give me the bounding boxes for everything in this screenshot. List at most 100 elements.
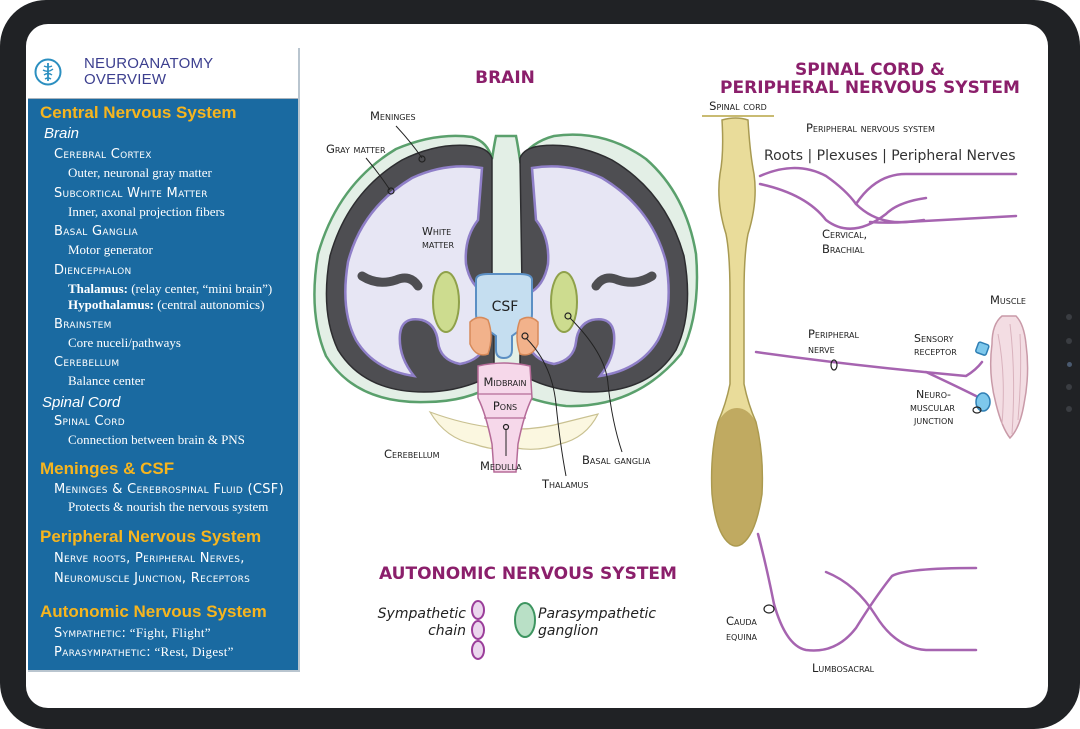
desc-cerebral-cortex: Outer, neuronal gray matter xyxy=(68,165,212,180)
diagram-canvas: BRAIN xyxy=(313,60,1029,675)
pin-medulla-icon xyxy=(502,423,510,431)
leader-line-thalamus xyxy=(525,337,567,477)
muscle-fibers xyxy=(997,323,1022,435)
label-sensory-1: Sensory xyxy=(914,332,953,345)
leader-line-basal-ganglia xyxy=(569,317,623,453)
label-brachial: Brachial xyxy=(822,242,865,256)
desc-cerebellum: Balance center xyxy=(68,373,145,388)
thalamus-left xyxy=(469,316,492,356)
term-parasympathetic: Parasympathetic: xyxy=(54,645,151,660)
label-white-matter-1: White xyxy=(422,225,451,238)
pin-cauda-equina-icon xyxy=(763,604,775,614)
muscle-shape xyxy=(989,315,1029,440)
overview-title-line2: OVERVIEW xyxy=(84,71,167,88)
item-pns-line2: Neuromuscle Junction, Receptors xyxy=(54,571,251,586)
brain-title: BRAIN xyxy=(475,68,535,88)
item-parasympathetic: Parasympathetic: “Rest, Digest” xyxy=(54,644,234,660)
side-button xyxy=(1066,314,1072,320)
leader-line-gray-matter xyxy=(365,157,391,191)
section-heading: Autonomic Nervous System xyxy=(40,602,267,621)
label-parasympathetic-2: ganglion xyxy=(538,623,598,639)
label-meninges: Meninges xyxy=(370,109,416,123)
item-cerebellum: Cerebellum xyxy=(54,355,120,370)
cervical-nerve-branch xyxy=(854,172,1018,206)
autonomic-title: AUTONOMIC NERVOUS SYSTEM xyxy=(379,564,677,584)
label-pns: Peripheral nervous system xyxy=(806,121,935,135)
lumbosacral-nerve-lower xyxy=(824,570,978,652)
spinal-cord-lower-shade xyxy=(711,408,763,546)
text-thalamus: (relay center, “mini brain”) xyxy=(127,281,273,296)
term-hypothalamus: Hypothalamus: xyxy=(68,297,154,312)
label-cervical: Cervical, xyxy=(822,227,867,241)
basal-ganglia-right xyxy=(550,271,578,333)
item-sympathetic: Sympathetic: “Fight, Flight” xyxy=(54,625,211,641)
label-sympathetic-2: chain xyxy=(428,623,466,639)
item-basal-ganglia: Basal Ganglia xyxy=(54,224,138,239)
text-sympathetic: “Fight, Flight” xyxy=(126,625,211,640)
term-thalamus: Thalamus: xyxy=(68,281,128,296)
desc-hypothalamus: Hypothalamus: (central autonomics) xyxy=(68,297,264,313)
sulcus-fold-right xyxy=(591,271,657,291)
desc-brainstem: Core nuceli/pathways xyxy=(68,335,181,350)
section-heading: Peripheral Nervous System xyxy=(40,527,262,546)
subheading-spinal-cord: Spinal Cord xyxy=(42,394,121,411)
label-basal-ganglia: Basal ganglia xyxy=(582,453,651,467)
overview-title: NEUROANATOMY OVERVIEW xyxy=(84,56,213,88)
label-cerebellum: Cerebellum xyxy=(384,447,440,461)
basal-ganglia-left xyxy=(432,271,460,333)
item-diencephalon: Diencephalon xyxy=(54,263,132,278)
overview-title-line1: NEUROANATOMY xyxy=(84,55,214,72)
desc-subcortical: Inner, axonal projection fibers xyxy=(68,204,225,219)
pin-meninges-icon xyxy=(418,155,426,163)
side-button xyxy=(1066,338,1072,344)
cervical-nerve-cross xyxy=(758,182,928,230)
item-pns-line1: Nerve roots, Peripheral Nerves, xyxy=(54,551,245,566)
text-parasympathetic: “Rest, Digest” xyxy=(150,644,234,659)
label-midbrain: Midbrain xyxy=(484,375,527,389)
caduceus-logo-icon xyxy=(34,58,62,86)
desc-basal-ganglia: Motor generator xyxy=(68,242,153,257)
label-lumbosacral: Lumbosacral xyxy=(812,661,875,675)
pin-nmj-icon xyxy=(972,406,982,414)
label-cauda-1: Cauda xyxy=(726,614,757,628)
label-medulla: Medulla xyxy=(480,459,522,473)
sympathetic-chain-icon xyxy=(471,600,485,660)
label-sympathetic-1: Sympathetic xyxy=(378,606,467,622)
sulcus-fold-left xyxy=(357,271,423,291)
parasympathetic-ganglion-icon xyxy=(514,602,536,638)
item-subcortical: Subcortical White Matter xyxy=(54,186,208,201)
item-brainstem: Brainstem xyxy=(54,317,112,332)
label-pons: Pons xyxy=(493,399,517,413)
desc-spinal-cord: Connection between brain & PNS xyxy=(68,432,245,447)
lumbosacral-nerve-upper xyxy=(756,532,978,652)
pin-gray-matter-icon xyxy=(387,187,395,195)
pin-basal-ganglia-icon xyxy=(564,312,572,320)
cervical-nerve-upper xyxy=(758,166,1018,224)
item-spinal-cord: Spinal Cord xyxy=(54,414,126,429)
nmj-icon xyxy=(975,392,991,412)
label-nmj-3: junction xyxy=(913,414,953,427)
side-button xyxy=(1066,406,1072,412)
item-meninges-csf: Meninges & Cerebrospinal Fluid (CSF) xyxy=(54,482,284,497)
label-peripheral-1: Peripheral xyxy=(808,327,860,341)
label-spinal-cord: Spinal cord xyxy=(709,99,767,113)
tablet-screen: NEUROANATOMY OVERVIEW Central Nervous Sy… xyxy=(26,24,1048,708)
text-hypothalamus: (central autonomics) xyxy=(153,297,265,312)
item-cerebral-cortex: Cerebral Cortex xyxy=(54,147,152,162)
label-nmj-2: muscular xyxy=(910,401,955,414)
side-button xyxy=(1066,384,1072,390)
desc-meninges-csf: Protects & nourish the nervous system xyxy=(68,499,269,514)
label-nmj-1: Neuro- xyxy=(916,388,951,401)
spinal-title-line1: SPINAL CORD & xyxy=(795,60,945,80)
section-heading: Central Nervous System xyxy=(40,103,237,122)
term-sympathetic: Sympathetic: xyxy=(54,626,127,641)
label-peripheral-2: nerve xyxy=(808,342,835,356)
overview-panel: NEUROANATOMY OVERVIEW Central Nervous Sy… xyxy=(28,48,300,672)
pin-thalamus-icon xyxy=(521,332,529,340)
label-cauda-2: equina xyxy=(726,629,758,643)
pin-peripheral-nerve-icon xyxy=(830,359,838,371)
section-heading: Meninges & CSF xyxy=(40,459,175,478)
sensory-receptor-icon xyxy=(975,341,990,356)
overview-header: NEUROANATOMY OVERVIEW xyxy=(28,48,298,99)
cervical-nerve-branch2 xyxy=(868,218,926,224)
